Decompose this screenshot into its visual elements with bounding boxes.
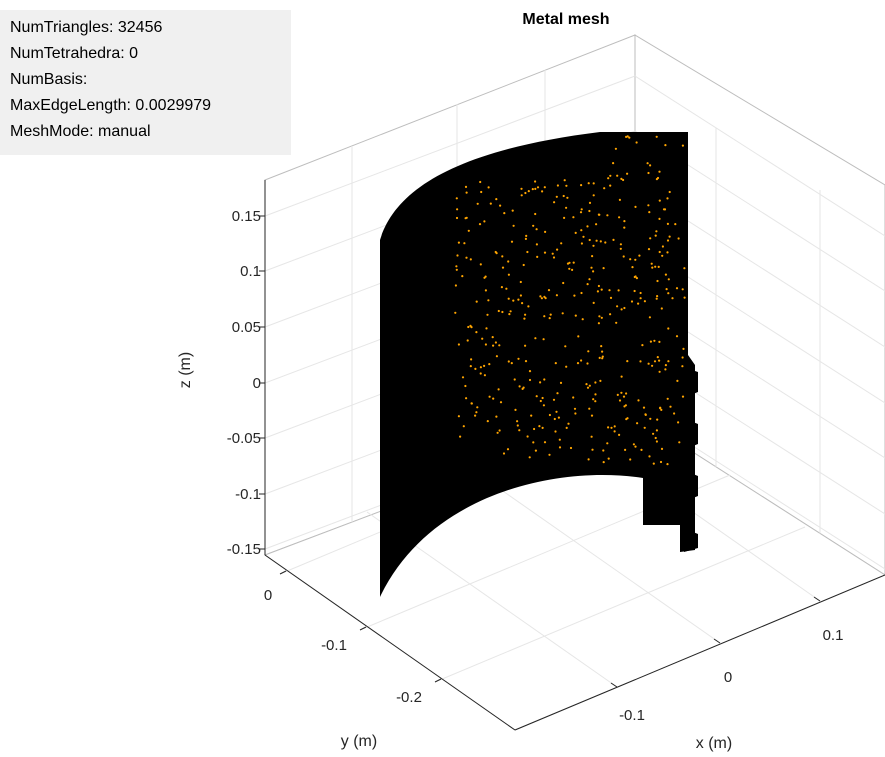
z-tick-label: 0.1: [240, 263, 261, 280]
mesh-cylinder-surface: [380, 132, 695, 597]
x-tick-label: 0: [724, 669, 732, 686]
y-tick-label: -0.2: [396, 689, 422, 706]
z-tick-label: -0.05: [227, 430, 261, 447]
x-tick-label: -0.1: [619, 707, 645, 724]
z-tick-label: 0.15: [232, 208, 261, 225]
y-tick-mark: [359, 626, 367, 631]
z-tick-label: -0.1: [235, 486, 261, 503]
z-tick-label: -0.15: [227, 541, 261, 558]
info-num-triangles: NumTriangles: 32456: [10, 19, 163, 36]
y-tick-mark: [434, 678, 442, 683]
feed-points: [454, 135, 686, 466]
info-mesh-mode: MeshMode: manual: [10, 123, 151, 140]
x-tick-mark: [713, 638, 721, 644]
info-num-basis: NumBasis:: [10, 71, 88, 88]
x-tick-label: 0.1: [823, 627, 844, 644]
x-axis-label: x (m): [696, 735, 732, 752]
x-axis-line: [514, 574, 885, 731]
z-tick-label: 0.05: [232, 319, 261, 336]
y-tick-mark: [279, 570, 287, 575]
mesh-info-box: NumTriangles: 32456 NumTetrahedra: 0 Num…: [0, 10, 291, 155]
y-axis-line: [264, 554, 516, 731]
y-tick-label: -0.1: [321, 637, 347, 654]
info-num-tetrahedra: NumTetrahedra: 0: [10, 45, 139, 62]
y-tick-label: 0: [264, 587, 272, 604]
z-tick-label: 0: [253, 375, 261, 392]
mesh-edge-notches: [684, 368, 698, 552]
chart-title: Metal mesh: [522, 11, 609, 28]
info-max-edge-length: MaxEdgeLength: 0.0029979: [10, 97, 212, 114]
x-tick-mark: [610, 682, 618, 688]
x-tick-mark: [813, 596, 821, 602]
y-axis-label: y (m): [341, 733, 377, 750]
z-axis-label: z (m): [177, 352, 194, 388]
